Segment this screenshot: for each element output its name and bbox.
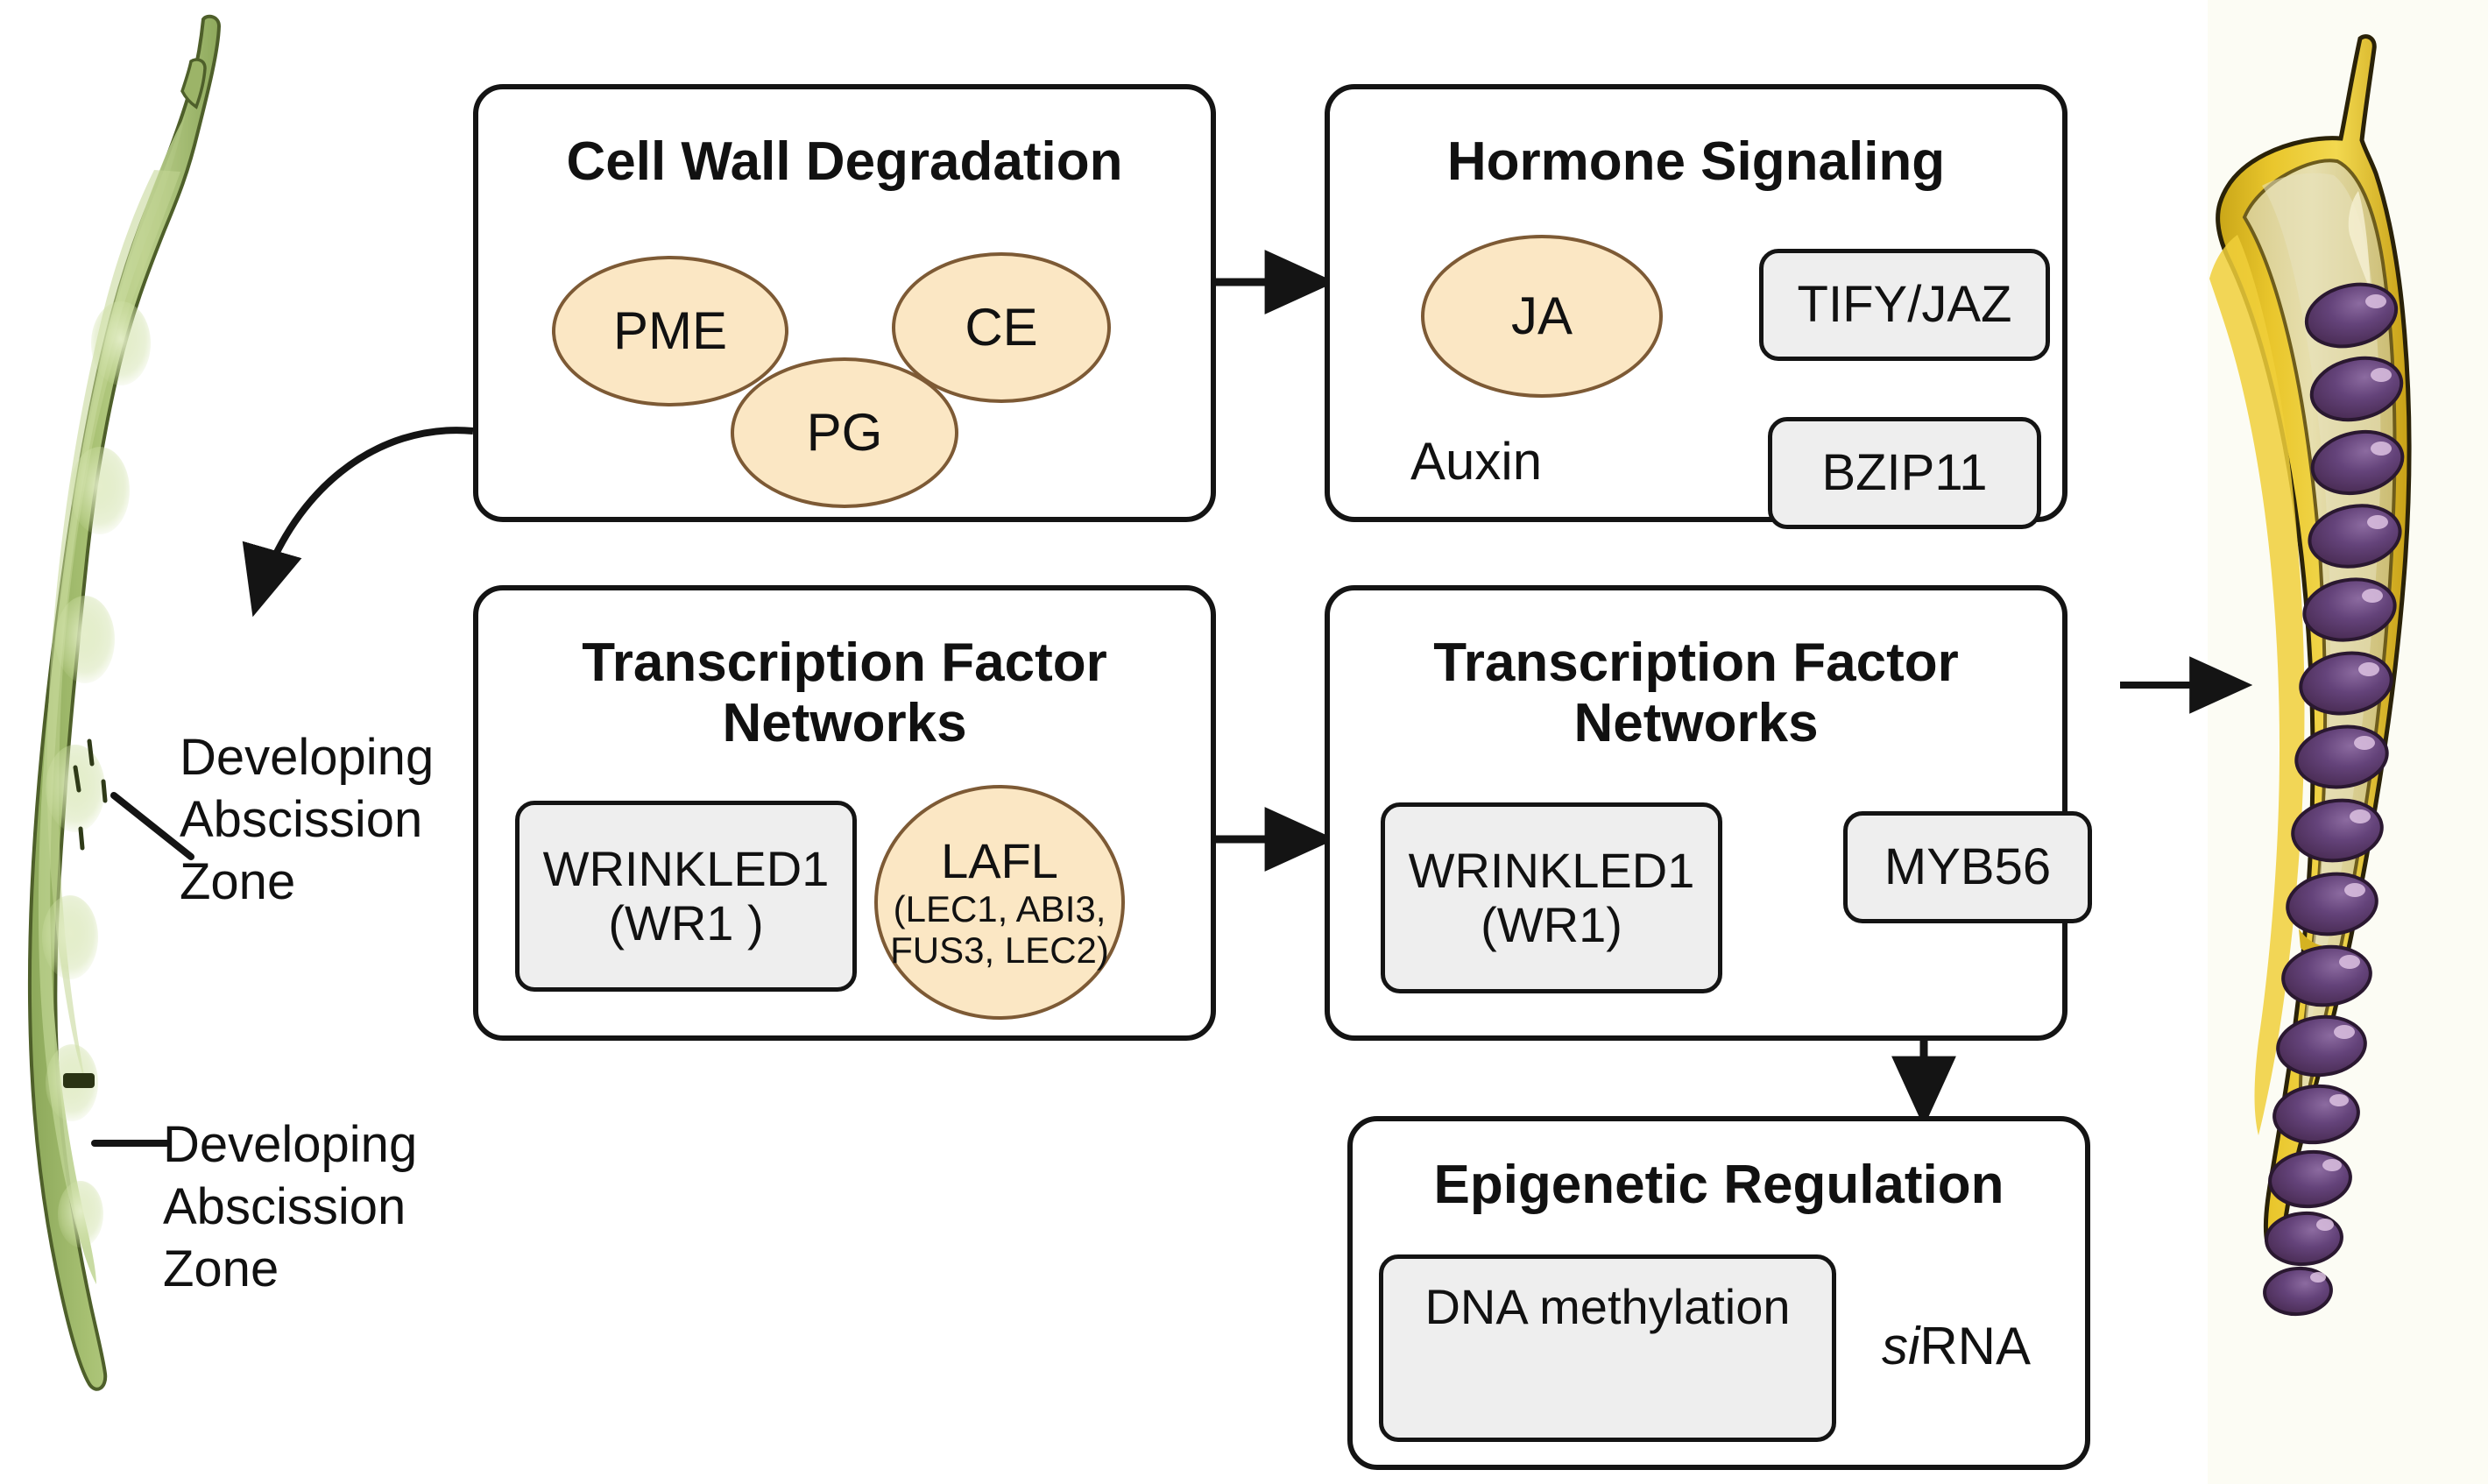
title-line: Transcription Factor: [582, 632, 1107, 693]
panel-title-cell-wall-degradation: Cell Wall Degradation: [566, 131, 1123, 192]
sirna-suffix: RNA: [1919, 1317, 2032, 1375]
pill-myb56[interactable]: MYB56: [1843, 811, 2092, 923]
oval-line: FUS3, LEC2): [890, 929, 1109, 972]
text-sirna: siRNA: [1882, 1316, 2031, 1376]
panel-title-tf-networks-right: Transcription Factor Networks: [1330, 632, 2062, 754]
pill-dna-methylation[interactable]: DNA methylation: [1379, 1254, 1836, 1442]
pill-line: WRINKLED1: [542, 841, 830, 897]
sirna-prefix: si: [1882, 1317, 1920, 1375]
pill-wrinkled1-left[interactable]: WRINKLED1 (WR1 ): [515, 801, 857, 992]
title-line: Transcription Factor: [1433, 632, 1959, 693]
label-line: Abscission: [163, 1177, 406, 1235]
label-line: Zone: [180, 852, 296, 910]
title-line: Networks: [1573, 693, 1819, 754]
panel-transcription-factor-networks-left[interactable]: Transcription Factor Networks WRINKLED1 …: [473, 585, 1216, 1041]
oval-lafl[interactable]: LAFL (LEC1, ABI3, FUS3, LEC2): [874, 785, 1125, 1020]
abscission-zone-dashes: [73, 738, 108, 851]
pill-tify-jaz[interactable]: TIFY/JAZ: [1759, 249, 2050, 361]
oval-pme[interactable]: PME: [552, 256, 788, 406]
pill-line: WRINKLED1: [1408, 843, 1695, 899]
panel-cell-wall-degradation[interactable]: Cell Wall Degradation PME CE PG: [473, 84, 1216, 522]
oval-line: (LEC1, ABI3,: [893, 888, 1106, 930]
pill-line: (WR1 ): [608, 895, 764, 950]
panel-title-tf-networks-left: Transcription Factor Networks: [478, 632, 1211, 754]
label-line: Developing: [163, 1116, 418, 1173]
pill-line: (WR1): [1481, 897, 1622, 952]
panel-title-hormone-signaling: Hormone Signaling: [1446, 131, 1946, 192]
right-background-panel: [2208, 0, 2488, 1484]
panel-title-epigenetic-regulation: Epigenetic Regulation: [1433, 1155, 2004, 1215]
label-line: Abscission: [180, 790, 423, 848]
pill-bzip11[interactable]: BZIP11: [1768, 417, 2041, 529]
label-leader-lines: [91, 792, 194, 1147]
connector-cwd-to-pod: [242, 427, 474, 618]
title-line: Networks: [722, 693, 967, 754]
panel-hormone-signaling[interactable]: Hormone Signaling JA TIFY/JAZ BZIP11 Aux…: [1325, 84, 2067, 529]
pill-wrinkled1-right[interactable]: WRINKLED1 (WR1): [1381, 802, 1722, 993]
label-line: Developing: [180, 729, 435, 786]
panel-transcription-factor-networks-right[interactable]: Transcription Factor Networks WRINKLED1 …: [1325, 585, 2092, 1041]
oval-ja[interactable]: JA: [1421, 235, 1663, 398]
oval-ce[interactable]: CE: [892, 252, 1111, 403]
abscission-zone-marker: [63, 1073, 95, 1088]
oval-pg[interactable]: PG: [731, 357, 958, 508]
oval-line: LAFL: [941, 832, 1058, 888]
text-auxin: Auxin: [1410, 432, 1543, 491]
label-line: Zone: [163, 1240, 279, 1297]
label-developing-abscission-zone-2: Developing Abscission Zone: [163, 1114, 417, 1300]
panel-epigenetic-regulation[interactable]: Epigenetic Regulation DNA methylation si…: [1347, 1116, 2090, 1470]
label-developing-abscission-zone-1: Developing Abscission Zone: [180, 727, 434, 913]
